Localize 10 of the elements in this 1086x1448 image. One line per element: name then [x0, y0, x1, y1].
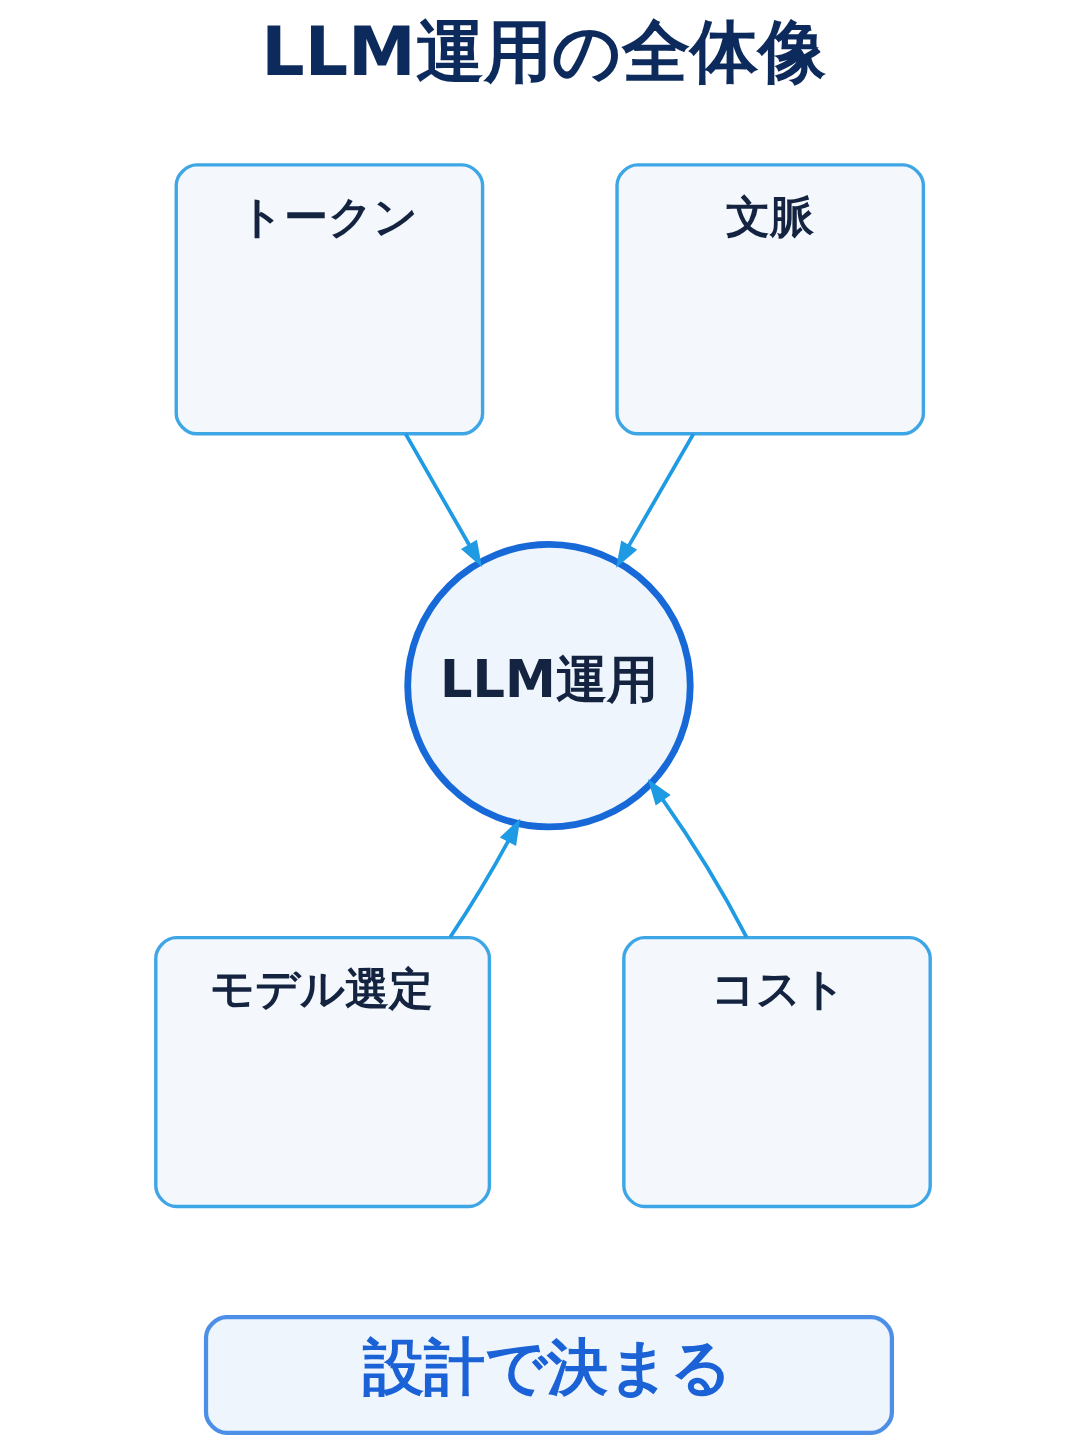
node-box: コスト	[622, 935, 932, 1209]
arrow	[403, 433, 482, 568]
arrow	[647, 778, 749, 939]
diagram-title: LLM運用の全体像	[261, 11, 826, 91]
arrow	[616, 433, 696, 568]
node-box: 設計で決まる	[203, 1315, 895, 1435]
node-box: モデル選定	[154, 935, 492, 1209]
arrow	[448, 818, 521, 939]
node-box: 文脈	[615, 163, 926, 436]
node-box: トークン	[174, 163, 485, 436]
